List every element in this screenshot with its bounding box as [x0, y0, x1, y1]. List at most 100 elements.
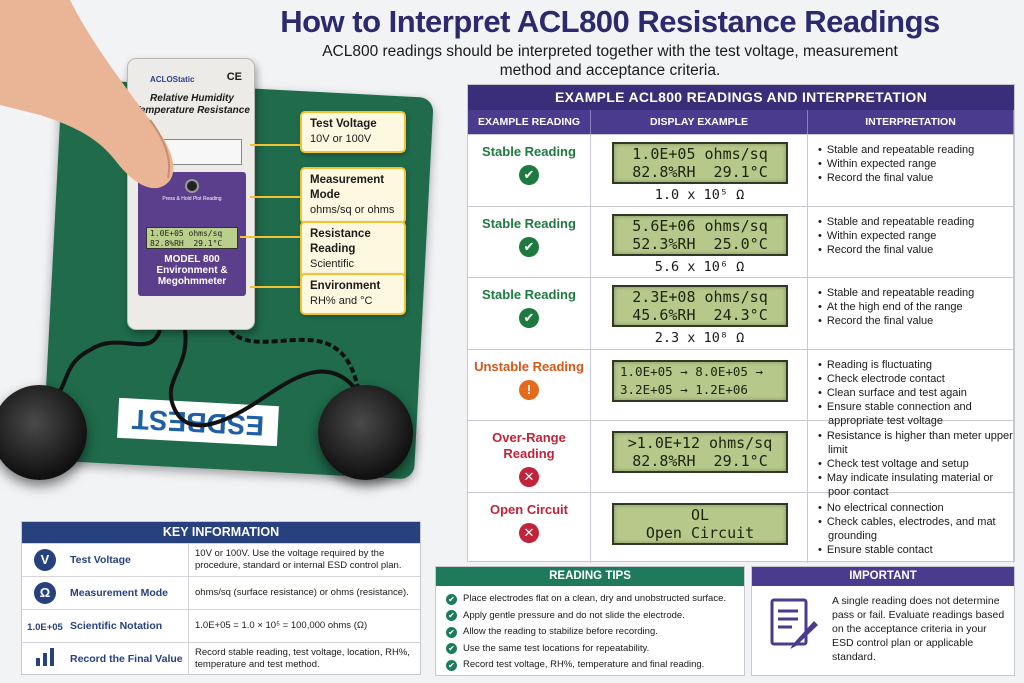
check-icon: ✔	[446, 643, 457, 655]
interpretation-cell: Reading is fluctuatingCheck electrode co…	[808, 349, 1014, 427]
important-text: A single reading does not determine pass…	[832, 595, 1005, 663]
interpretation-cell: Stable and repeatable readingWithin expe…	[808, 206, 1014, 277]
key-info-desc: Record stable reading, test voltage, loc…	[188, 643, 420, 675]
column-header: EXAMPLE READING	[468, 110, 591, 134]
interpretation-item: Record the final value	[818, 171, 1013, 185]
interpretation-item: Ensure stable contact	[818, 543, 1013, 557]
lcd-display: 5.6E+06 ohms/sq 52.3%RH 25.0°C	[612, 213, 788, 256]
interpretation-item: Within expected range	[818, 157, 1013, 171]
example-label: Stable Reading	[482, 215, 576, 231]
interpretation-item: Stable and repeatable reading	[818, 143, 1013, 157]
interpretation-item: Check electrode contact	[818, 372, 1013, 386]
key-info-row: 1.0E+05 Scientific Notation 1.0E+05 = 1.…	[22, 609, 420, 642]
important-header: IMPORTANT	[752, 567, 1014, 586]
key-info-name: Record the Final Value	[70, 653, 183, 665]
check-icon: ✔	[446, 626, 457, 638]
example-label-cell: Over-Range Reading ✕	[468, 421, 591, 492]
v-icon: V	[34, 549, 56, 571]
interpretation-item: Within expected range	[818, 229, 1013, 243]
examples-column-headers: EXAMPLE READING DISPLAY EXAMPLE INTERPRE…	[468, 110, 1014, 134]
check-icon: ✔	[519, 165, 539, 185]
check-icon: ✔	[446, 593, 457, 605]
resistance-value: 1.0 x 10⁵ Ω	[654, 187, 745, 203]
lcd-display: OL Open Circuit	[612, 502, 788, 545]
x-icon: ✕	[519, 467, 539, 487]
callout-line	[250, 196, 300, 198]
column-header: DISPLAY EXAMPLE	[591, 110, 808, 134]
callout-line	[250, 286, 300, 288]
key-info-name: Scientific Notation	[70, 620, 163, 632]
interpretation-item: Clean surface and test again	[818, 386, 1013, 400]
tip-item: ✔Allow the reading to stabilize before r…	[446, 624, 744, 641]
key-info-desc: ohms/sq (surface resistance) or ohms (re…	[188, 577, 420, 609]
examples-table: EXAMPLE ACL800 READINGS AND INTERPRETATI…	[467, 84, 1015, 563]
press-hold-button[interactable]	[185, 179, 199, 193]
display-example-cell: 1.0E+05 ohms/sq 82.8%RH 29.1°C 1.0 x 10⁵…	[591, 135, 808, 206]
left-electrode	[0, 385, 87, 480]
panel-note: Press & Hold Plot Reading	[162, 196, 222, 202]
tip-item: ✔Use the same test locations for repeata…	[446, 641, 744, 658]
example-label: Unstable Reading	[474, 358, 584, 374]
display-example-cell: 5.6E+06 ohms/sq 52.3%RH 25.0°C 5.6 x 10⁶…	[591, 206, 808, 277]
right-electrode	[318, 385, 413, 480]
page-subtitle: ACL800 readings should be interpreted to…	[322, 43, 898, 79]
acl800-meter: ACLOStatic CE Relative Humidity Temperat…	[127, 58, 255, 330]
bar-chart-icon	[36, 647, 54, 666]
device-panel: Press & Hold Plot Reading 1.0E+05 ohms/s…	[138, 172, 246, 296]
example-label: Open Circuit	[489, 501, 568, 517]
interpretation-item: Check cables, electrodes, and mat ground…	[818, 515, 1013, 543]
hand-illustration	[0, 0, 174, 189]
tip-item: ✔Place electrodes flat on a clean, dry a…	[446, 591, 744, 608]
interpretation-item: Resistance is higher than meter upper li…	[818, 429, 1013, 457]
example-label: Stable Reading	[482, 287, 576, 302]
interpretation-item: Record the final value	[818, 314, 1013, 328]
key-info-row: V Test Voltage 10V or 100V. Use the volt…	[22, 543, 420, 576]
device-photo: ESDBEST ACLOStatic CE Relative Humidity …	[0, 0, 440, 510]
display-example-cell: 1.0E+05 → 8.0E+05 → 3.2E+05 → 1.2E+06	[591, 349, 808, 420]
device-model: MODEL 800 Environment & Megohmmeter	[156, 254, 228, 287]
callout-line	[250, 144, 300, 146]
device-brand: ACLOStatic	[150, 75, 195, 84]
example-row: Stable Reading ✔ 2.3E+08 ohms/sq 45.6%RH…	[468, 277, 1014, 349]
interpretation-item: At the high end of the range	[818, 300, 1013, 314]
example-row: Unstable Reading ! 1.0E+05 → 8.0E+05 → 3…	[468, 348, 1014, 427]
key-information-header: KEY INFORMATION	[22, 522, 420, 543]
example-row: Over-Range Reading ✕ >1.0E+12 ohms/sq 82…	[468, 420, 1014, 498]
electrode-cables	[48, 328, 362, 428]
interpretation-item: Check test voltage and setup	[818, 457, 1013, 471]
resistance-value: 2.3 x 10⁸ Ω	[654, 330, 745, 346]
interpretation-cell: No electrical connectionCheck cables, el…	[808, 492, 1014, 563]
interpretation-cell: Stable and repeatable readingAt the high…	[808, 278, 1014, 349]
example-label: Over-Range Reading	[492, 430, 566, 461]
reading-tips-header: READING TIPS	[436, 567, 744, 586]
notation-icon: 1.0E+05	[27, 622, 63, 633]
lcd-display: 2.3E+08 ohms/sq 45.6%RH 24.3°C	[612, 285, 788, 327]
key-info-name: Measurement Mode	[70, 587, 169, 599]
example-label-cell: Open Circuit ✕	[468, 492, 591, 563]
example-row: Stable Reading ✔ 5.6E+06 ohms/sq 52.3%RH…	[468, 205, 1014, 277]
interpretation-item: Stable and repeatable reading	[818, 215, 1013, 229]
omega-icon: Ω	[34, 582, 56, 604]
key-info-desc: 1.0E+05 = 1.0 × 10⁵ = 100,000 ohms (Ω)	[188, 610, 420, 642]
document-pen-icon	[770, 598, 818, 649]
interpretation-item: Ensure stable connection and appropriate…	[818, 400, 1013, 428]
example-label-cell: Stable Reading ✔	[468, 278, 591, 349]
exclamation-icon: !	[519, 379, 539, 400]
interpretation-item: Record the final value	[818, 243, 1013, 257]
example-row: Open Circuit ✕ OL Open Circuit No electr…	[468, 491, 1014, 563]
example-row: Stable Reading ✔ 1.0E+05 ohms/sq 82.8%RH…	[468, 134, 1014, 206]
display-example-cell: 2.3E+08 ohms/sq 45.6%RH 24.3°C 2.3 x 10⁸…	[591, 278, 808, 349]
tip-item: ✔Record test voltage, RH%, temperature a…	[446, 657, 744, 674]
lcd-display: >1.0E+12 ohms/sq 82.8%RH 29.1°C	[612, 431, 788, 473]
x-icon: ✕	[519, 522, 539, 543]
display-example-cell: >1.0E+12 ohms/sq 82.8%RH 29.1°C	[591, 421, 808, 492]
ce-mark: CE	[226, 71, 242, 83]
key-info-row: Ω Measurement Mode ohms/sq (surface resi…	[22, 576, 420, 609]
device-lcd: 1.0E+05 ohms/sq 82.8%RH 29.1°C	[146, 227, 238, 249]
interpretation-item: No electrical connection	[818, 501, 1013, 515]
display-example-cell: OL Open Circuit	[591, 492, 808, 563]
example-label: Stable Reading	[482, 144, 576, 159]
interpretation-cell: Resistance is higher than meter upper li…	[808, 421, 1014, 498]
